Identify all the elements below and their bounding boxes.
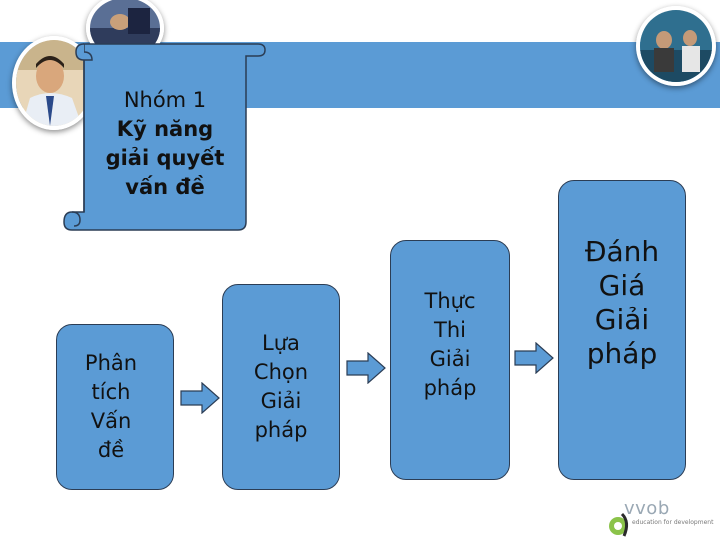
step-implement-label: Thực Thi Giải pháp xyxy=(423,289,477,400)
step-choose-solution: Lựa Chọn Giải pháp xyxy=(222,284,340,490)
businessman-photo xyxy=(12,36,96,130)
step-evaluate-solution: Đánh Giá Giải pháp xyxy=(558,180,686,480)
scroll-title: Nhóm 1 xyxy=(123,88,207,112)
businessman-photo-image xyxy=(16,40,92,126)
arrow-right-icon xyxy=(346,352,386,384)
vvob-logo: vvob education for development xyxy=(606,498,720,540)
vvob-logo-tagline: education for development xyxy=(632,519,714,526)
vvob-logo-word: vvob xyxy=(624,498,670,519)
meeting-photo xyxy=(636,6,716,86)
arrow-right-icon xyxy=(180,382,220,414)
scroll-shape xyxy=(63,43,266,231)
step-evaluate-label: Đánh Giá Giải pháp xyxy=(584,235,660,370)
meeting-photo-image xyxy=(640,10,712,82)
vvob-logo-icon xyxy=(609,512,629,537)
scroll-text: Nhóm 1 Kỹ năng giải quyết vấn đề xyxy=(80,86,250,202)
scroll-subtitle: Kỹ năng giải quyết vấn đề xyxy=(105,117,225,199)
step-implement-solution: Thực Thi Giải pháp xyxy=(390,240,510,480)
step-choose-label: Lựa Chọn Giải pháp xyxy=(253,331,309,442)
step-analyze-problem: Phân tích Vấn đề xyxy=(56,324,174,490)
step-analyze-label: Phân tích Vấn đề xyxy=(84,351,138,462)
arrow-right-icon xyxy=(514,342,554,374)
title-scroll: Nhóm 1 Kỹ năng giải quyết vấn đề xyxy=(62,36,266,232)
